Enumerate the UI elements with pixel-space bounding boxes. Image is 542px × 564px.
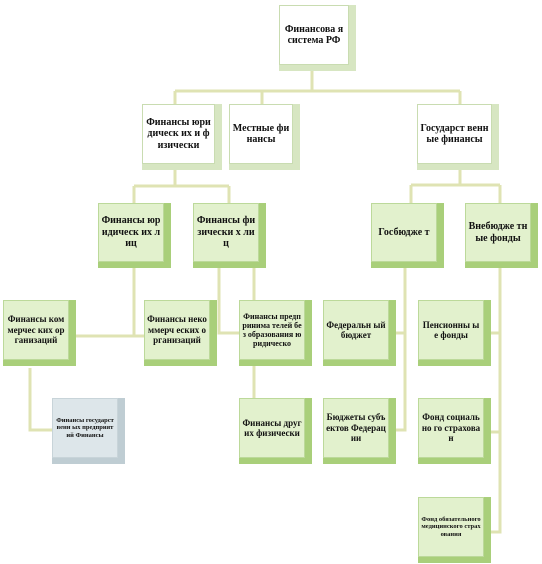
node-other-individuals-label: Финансы других физически bbox=[242, 417, 302, 438]
node-entrepreneurs-label: Финансы предпринима телей без образовани… bbox=[242, 311, 302, 349]
node-medical-label: Фонд обязательного медицинского страхова… bbox=[421, 515, 481, 538]
node-other-individuals: Финансы других физически bbox=[239, 398, 312, 464]
node-federal-budget-label: Федеральн ый бюджет bbox=[326, 319, 386, 340]
node-social-label: Фонд социально го страхован bbox=[421, 412, 481, 444]
node-social-insurance-fund: Фонд социально го страхован bbox=[418, 398, 491, 464]
node-legal-physical-finances: Финансы юридическ их и физически bbox=[142, 104, 222, 170]
node-gosbudget-label: Госбюдже т bbox=[378, 226, 430, 238]
connector-ob-trunk bbox=[490, 266, 502, 534]
node-gosbudget: Госбюдже т bbox=[371, 203, 444, 268]
node-noncommercial-label: Финансы некоммерч еских организаций bbox=[147, 314, 207, 346]
node-pension-label: Пенсионны ые фонды bbox=[422, 319, 480, 340]
node-state-finances: Государст венные финансы bbox=[417, 104, 499, 170]
node-state-enterprises: Финансы государственн ых предприятий Фин… bbox=[52, 398, 125, 464]
node-federal-budget: Федеральн ый бюджет bbox=[323, 300, 396, 366]
node-local-finances: Местные финансы bbox=[229, 104, 300, 170]
node-subjects-budgets: Бюджеты субъектов Федерации bbox=[323, 398, 396, 464]
node-legal-entities-label: Финансы юридическ их лиц bbox=[101, 215, 161, 250]
node-offbudget-label: Внебюдже тные фонды bbox=[468, 221, 528, 244]
node-medical-insurance-fund: Фонд обязательного медицинского страхова… bbox=[418, 497, 491, 563]
node-state-enterprises-label: Финансы государственн ых предприятий Фин… bbox=[56, 416, 114, 439]
node-subjects-budgets-label: Бюджеты субъектов Федерации bbox=[326, 412, 386, 444]
node-commercial-label: Финансы коммерчес ких организаций bbox=[7, 314, 65, 346]
node-state-label: Государст венные финансы bbox=[420, 122, 489, 146]
node-individuals-finances: Финансы физически х лиц bbox=[193, 203, 266, 268]
node-individuals-label: Финансы физически х лиц bbox=[196, 215, 256, 250]
node-entrepreneurs: Финансы предпринима телей без образовани… bbox=[239, 300, 312, 366]
node-local-label: Местные финансы bbox=[232, 122, 290, 146]
node-commercial-organizations: Финансы коммерчес ких организаций bbox=[3, 300, 76, 366]
node-offbudget-funds: Внебюдже тные фонды bbox=[465, 203, 538, 268]
node-root-label: Финансова я система РФ bbox=[284, 23, 344, 47]
node-noncommercial-organizations: Финансы некоммерч еских организаций bbox=[144, 300, 217, 366]
node-legal-physical-label: Финансы юридическ их и физически bbox=[146, 116, 211, 151]
connector-commercial-down bbox=[28, 368, 52, 432]
node-pension-fund: Пенсионны ые фонды bbox=[418, 300, 491, 366]
node-root-financial-system: Финансова я система РФ bbox=[279, 5, 356, 71]
node-legal-entities-finances: Финансы юридическ их лиц bbox=[98, 203, 171, 268]
